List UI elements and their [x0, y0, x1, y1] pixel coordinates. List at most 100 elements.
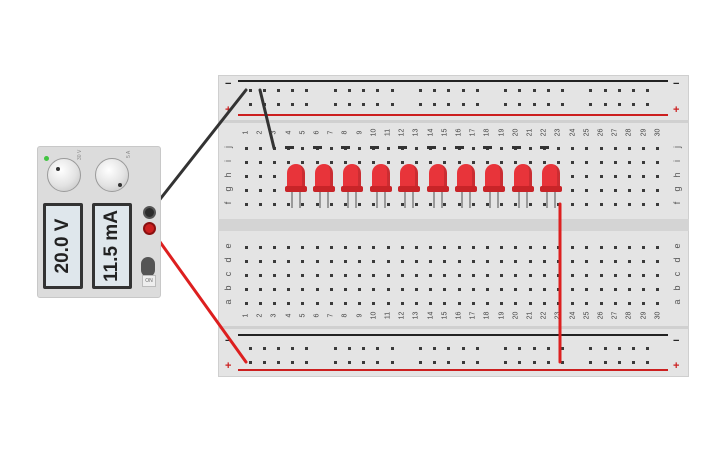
terminal-hole[interactable] — [358, 202, 362, 206]
terminal-hole[interactable] — [556, 160, 560, 164]
terminal-hole[interactable] — [457, 202, 461, 206]
terminal-hole[interactable] — [287, 259, 291, 263]
rail-hole[interactable] — [617, 360, 621, 364]
rail-hole[interactable] — [305, 102, 309, 106]
terminal-hole[interactable] — [244, 146, 248, 150]
terminal-hole[interactable] — [414, 287, 418, 291]
terminal-hole[interactable] — [627, 146, 631, 150]
terminal-hole[interactable] — [571, 259, 575, 263]
rail-hole[interactable] — [305, 360, 309, 364]
terminal-hole[interactable] — [372, 273, 376, 277]
terminal-hole[interactable] — [443, 287, 447, 291]
terminal-hole[interactable] — [528, 146, 532, 150]
terminal-hole[interactable] — [500, 287, 504, 291]
terminal-hole[interactable] — [372, 202, 376, 206]
rail-hole[interactable] — [589, 102, 593, 106]
terminal-hole[interactable] — [471, 202, 475, 206]
terminal-hole[interactable] — [429, 287, 433, 291]
terminal-hole[interactable] — [258, 245, 262, 249]
jumper-wire[interactable] — [540, 146, 550, 149]
terminal-hole[interactable] — [315, 245, 319, 249]
terminal-hole[interactable] — [343, 259, 347, 263]
terminal-hole[interactable] — [457, 301, 461, 305]
terminal-hole[interactable] — [642, 301, 646, 305]
terminal-hole[interactable] — [571, 287, 575, 291]
terminal-hole[interactable] — [315, 160, 319, 164]
terminal-hole[interactable] — [301, 160, 305, 164]
terminal-hole[interactable] — [457, 273, 461, 277]
rail-hole[interactable] — [248, 346, 252, 350]
red-led[interactable] — [540, 164, 563, 210]
terminal-hole[interactable] — [329, 259, 333, 263]
rail-hole[interactable] — [376, 102, 380, 106]
terminal-hole[interactable] — [329, 146, 333, 150]
terminal-hole[interactable] — [500, 245, 504, 249]
terminal-hole[interactable] — [656, 146, 660, 150]
terminal-hole[interactable] — [571, 160, 575, 164]
rail-hole[interactable] — [248, 360, 252, 364]
terminal-hole[interactable] — [315, 202, 319, 206]
terminal-hole[interactable] — [315, 273, 319, 277]
rail-hole[interactable] — [617, 102, 621, 106]
terminal-hole[interactable] — [542, 287, 546, 291]
terminal-hole[interactable] — [414, 301, 418, 305]
terminal-hole[interactable] — [514, 245, 518, 249]
terminal-hole[interactable] — [329, 301, 333, 305]
terminal-hole[interactable] — [613, 160, 617, 164]
rail-hole[interactable] — [362, 102, 366, 106]
terminal-hole[interactable] — [272, 273, 276, 277]
rail-hole[interactable] — [291, 346, 295, 350]
terminal-hole[interactable] — [514, 259, 518, 263]
red-led[interactable] — [483, 164, 506, 210]
terminal-hole[interactable] — [343, 202, 347, 206]
terminal-hole[interactable] — [258, 174, 262, 178]
terminal-hole[interactable] — [528, 301, 532, 305]
terminal-hole[interactable] — [272, 202, 276, 206]
terminal-hole[interactable] — [571, 174, 575, 178]
terminal-hole[interactable] — [301, 146, 305, 150]
terminal-hole[interactable] — [471, 146, 475, 150]
terminal-hole[interactable] — [613, 259, 617, 263]
terminal-hole[interactable] — [372, 160, 376, 164]
terminal-hole[interactable] — [656, 301, 660, 305]
terminal-hole[interactable] — [528, 245, 532, 249]
rail-hole[interactable] — [603, 346, 607, 350]
positive-terminal[interactable] — [143, 222, 156, 235]
terminal-hole[interactable] — [429, 273, 433, 277]
rail-hole[interactable] — [461, 102, 465, 106]
terminal-hole[interactable] — [272, 245, 276, 249]
terminal-hole[interactable] — [400, 245, 404, 249]
terminal-hole[interactable] — [627, 202, 631, 206]
red-led[interactable] — [369, 164, 392, 210]
terminal-hole[interactable] — [457, 287, 461, 291]
terminal-hole[interactable] — [585, 188, 589, 192]
terminal-hole[interactable] — [542, 273, 546, 277]
terminal-hole[interactable] — [457, 259, 461, 263]
rail-hole[interactable] — [631, 346, 635, 350]
terminal-hole[interactable] — [585, 259, 589, 263]
jumper-wire[interactable] — [398, 146, 408, 149]
terminal-hole[interactable] — [400, 287, 404, 291]
terminal-hole[interactable] — [400, 301, 404, 305]
terminal-hole[interactable] — [272, 146, 276, 150]
terminal-hole[interactable] — [571, 245, 575, 249]
terminal-hole[interactable] — [599, 202, 603, 206]
rail-hole[interactable] — [276, 360, 280, 364]
voltage-knob[interactable] — [47, 158, 81, 192]
rail-hole[interactable] — [461, 360, 465, 364]
terminal-hole[interactable] — [301, 259, 305, 263]
terminal-hole[interactable] — [642, 245, 646, 249]
power-button[interactable]: ON — [142, 275, 156, 287]
rail-hole[interactable] — [518, 102, 522, 106]
rail-hole[interactable] — [262, 88, 266, 92]
terminal-hole[interactable] — [556, 273, 560, 277]
rail-hole[interactable] — [362, 346, 366, 350]
terminal-hole[interactable] — [642, 259, 646, 263]
rail-hole[interactable] — [560, 102, 564, 106]
terminal-hole[interactable] — [571, 202, 575, 206]
terminal-hole[interactable] — [642, 160, 646, 164]
terminal-hole[interactable] — [613, 301, 617, 305]
terminal-hole[interactable] — [244, 287, 248, 291]
terminal-hole[interactable] — [613, 188, 617, 192]
terminal-hole[interactable] — [244, 188, 248, 192]
